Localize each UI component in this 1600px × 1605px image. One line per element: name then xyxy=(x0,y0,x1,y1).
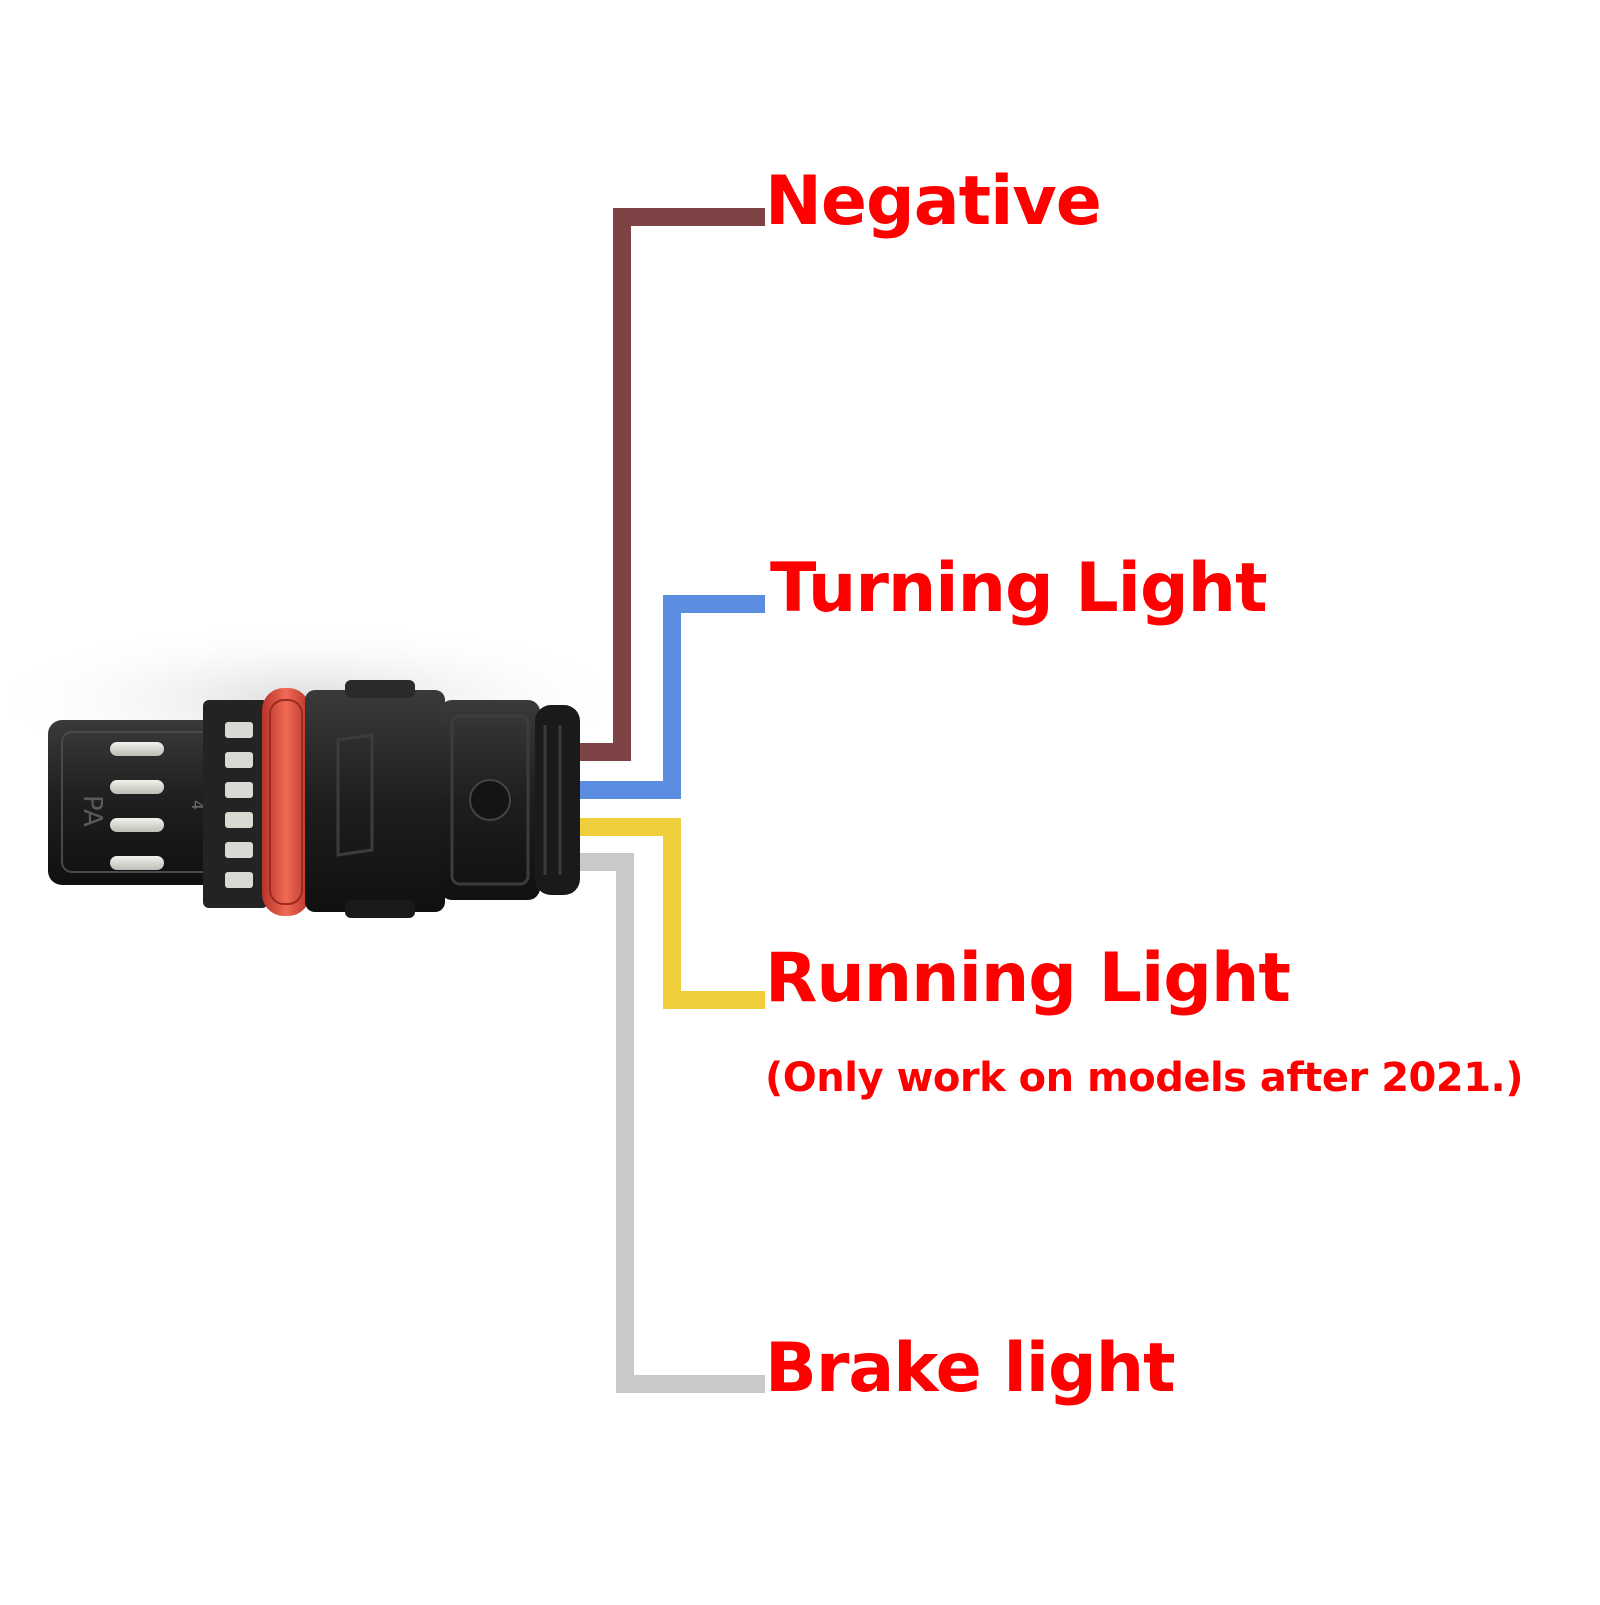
label-negative: Negative xyxy=(765,162,1102,241)
rear-block-panel xyxy=(450,714,530,886)
body-top-lip xyxy=(345,680,415,698)
pin-4 xyxy=(110,856,164,870)
connector: PA 4 xyxy=(48,680,580,918)
label-turning-light: Turning Light xyxy=(770,549,1268,628)
latch-contacts xyxy=(225,722,253,888)
label-running-light: Running Light xyxy=(765,939,1291,1018)
rear-block-screw xyxy=(469,779,511,821)
cable-gland xyxy=(535,705,580,895)
seal-ring xyxy=(262,688,310,916)
pin-1 xyxy=(110,742,164,756)
label-running-light-note: (Only work on models after 2021.) xyxy=(765,1055,1524,1101)
wire-negative xyxy=(575,208,765,761)
label-brake-light: Brake light xyxy=(765,1329,1176,1408)
wire-brake-light xyxy=(575,853,765,1393)
pin-3 xyxy=(110,818,164,832)
seal-ring-inner xyxy=(269,699,303,905)
plug-housing xyxy=(48,720,233,885)
wire-running-light xyxy=(575,818,765,1009)
pin-2 xyxy=(110,780,164,794)
wires xyxy=(575,208,765,1393)
marking-pa: PA xyxy=(77,795,107,827)
body-bottom-lip xyxy=(345,900,415,918)
marking-4: 4 xyxy=(188,800,207,810)
body-embossing xyxy=(336,733,374,857)
connector-body xyxy=(305,690,445,912)
wire-turning-light xyxy=(575,595,765,799)
